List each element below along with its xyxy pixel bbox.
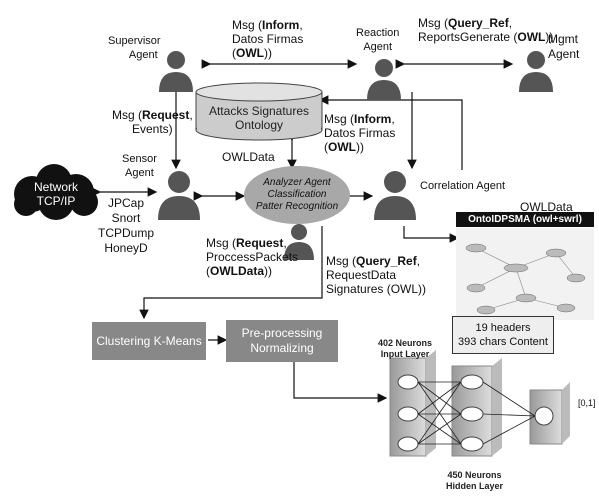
mgmt-agent-icon: [519, 51, 553, 92]
output-range-label: [0,1]: [578, 398, 596, 408]
msg-query-top: Msg (Query_Ref, ReportsGenerate (OWL)): [418, 16, 554, 44]
ontology-database-icon: [195, 82, 323, 141]
clustering-box: Clustering K-Means: [92, 322, 206, 360]
correlation-agent-label: Correlation Agent: [420, 180, 505, 192]
reaction-agent-icon: [367, 59, 401, 100]
analyzer-agent-icon: [284, 224, 314, 260]
ontology-graph-image: [456, 228, 594, 320]
onto-title: OntoIDPSMA (owl+swrl): [456, 212, 594, 227]
correlation-agent-icon: [374, 171, 416, 220]
sensor-agent-icon: [158, 171, 200, 220]
owldata-right: OWLData: [520, 200, 573, 214]
network-cloud-icon: [14, 164, 98, 220]
msg-request-events: Msg (Request, Events): [112, 108, 193, 136]
neural-network-diagram: [389, 350, 570, 457]
owldata-left: OWLData: [222, 150, 275, 164]
supervisor-agent-icon: [159, 51, 193, 92]
msg-request-packets: Msg (Request, ProccessPackets (OWLData)): [206, 236, 299, 278]
msg-query-bottom: Msg (Query_Ref, RequestData Signatures (…: [326, 254, 427, 296]
msg-inform-top: Msg (Inform, Datos Firmas (OWL)): [232, 18, 304, 60]
msg-inform-mid: Msg (Inform, Datos Firmas (OWL)): [324, 112, 396, 154]
